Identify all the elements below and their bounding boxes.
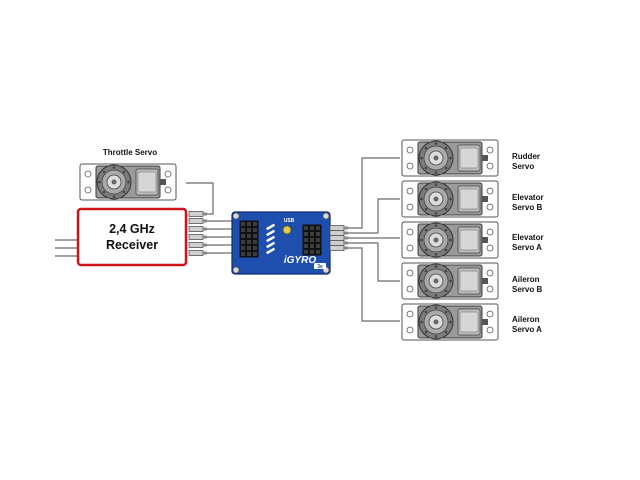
- pin: [253, 222, 257, 226]
- plug: [188, 218, 208, 224]
- pin: [316, 232, 320, 236]
- plug: [188, 250, 208, 256]
- servo-label-line1: Elevator: [512, 233, 544, 242]
- pin-header-left: [239, 220, 259, 258]
- pin: [304, 250, 308, 254]
- servo-elevator-a: Elevator Servo A: [401, 221, 544, 259]
- setup-button[interactable]: [282, 225, 292, 235]
- pin: [241, 246, 245, 250]
- servo-label-line2: Servo: [512, 162, 534, 171]
- servo-label-line1: Aileron: [512, 275, 540, 284]
- plug: [188, 242, 208, 248]
- pin: [316, 244, 320, 248]
- channel-markings: [266, 223, 276, 255]
- gyro-unit: USB iGYRO 3e: [231, 211, 331, 275]
- servo-icon: [401, 221, 499, 259]
- plug: [329, 245, 349, 251]
- pin: [310, 226, 314, 230]
- pin: [253, 246, 257, 250]
- usb-label: USB: [284, 218, 295, 224]
- pin: [241, 240, 245, 244]
- pin: [253, 240, 257, 244]
- screw-icon: [232, 266, 240, 274]
- servo-icon: [401, 180, 499, 218]
- plug: [329, 235, 349, 241]
- pin: [310, 238, 314, 242]
- plug: [188, 211, 208, 217]
- pin: [241, 228, 245, 232]
- servo-icon: [401, 303, 499, 341]
- pin: [247, 246, 251, 250]
- pin: [310, 250, 314, 254]
- servo-elevator-b: Elevator Servo B: [401, 180, 544, 218]
- servo-label-line1: Elevator: [512, 193, 544, 202]
- elevator-b-wire: [348, 198, 400, 234]
- pin: [316, 250, 320, 254]
- pin: [316, 238, 320, 242]
- servo-aileron-a: Aileron Servo A: [401, 303, 542, 341]
- receiver-box: [76, 207, 188, 267]
- receiver: 2,4 GHz Receiver: [76, 207, 188, 267]
- pin: [310, 232, 314, 236]
- servo-label-line2: Servo B: [512, 285, 542, 294]
- pin: [247, 222, 251, 226]
- plug: [329, 230, 349, 236]
- model-badge: [314, 263, 326, 269]
- receiver-line2: Receiver: [106, 238, 158, 252]
- plug: [188, 234, 208, 240]
- servo-icon: [401, 139, 499, 177]
- servo-icon: [79, 163, 177, 201]
- gyro-output-plugs: [329, 225, 349, 251]
- pin: [253, 228, 257, 232]
- servo-label-line2: Servo A: [512, 243, 542, 252]
- plug: [188, 226, 208, 232]
- pin: [304, 238, 308, 242]
- plug: [329, 225, 349, 231]
- throttle-wire: [186, 182, 214, 215]
- pin: [241, 222, 245, 226]
- receiver-line1: 2,4 GHz: [109, 222, 155, 236]
- pin: [247, 234, 251, 238]
- pin: [316, 226, 320, 230]
- pin: [247, 228, 251, 232]
- pin: [241, 252, 245, 256]
- pin-header-right: [302, 224, 322, 256]
- receiver-plugs: [188, 211, 208, 256]
- aileron-a-wire: [348, 247, 400, 322]
- servo-label-line1: Aileron: [512, 315, 540, 324]
- pin: [253, 252, 257, 256]
- servo-column: Rudder Servo Elevator Servo B Elevator S…: [401, 139, 544, 341]
- servo-label-line1: Rudder: [512, 152, 540, 161]
- gyro-brand: iGYRO: [284, 255, 316, 266]
- servo-aileron-b: Aileron Servo B: [401, 262, 542, 300]
- plug: [329, 240, 349, 246]
- pin-header-block: [239, 220, 259, 258]
- servo-rudder: Rudder Servo: [401, 139, 540, 177]
- servo-label-line2: Servo A: [512, 325, 542, 334]
- servo-label-line2: Servo B: [512, 203, 542, 212]
- wires: [55, 157, 400, 322]
- pin: [304, 232, 308, 236]
- aileron-b-wire: [348, 242, 400, 282]
- screw-icon: [232, 212, 240, 220]
- pin: [247, 252, 251, 256]
- gyro-model: 3e: [317, 264, 323, 270]
- screw-icon: [322, 212, 330, 220]
- rudder-wire: [348, 157, 400, 229]
- pin: [304, 244, 308, 248]
- throttle-servo-label: Throttle Servo: [103, 148, 157, 157]
- pin: [247, 240, 251, 244]
- pin: [304, 226, 308, 230]
- pin: [253, 234, 257, 238]
- pin: [310, 244, 314, 248]
- pin: [241, 234, 245, 238]
- servo-icon: [401, 262, 499, 300]
- throttle-servo: Throttle Servo: [79, 148, 177, 201]
